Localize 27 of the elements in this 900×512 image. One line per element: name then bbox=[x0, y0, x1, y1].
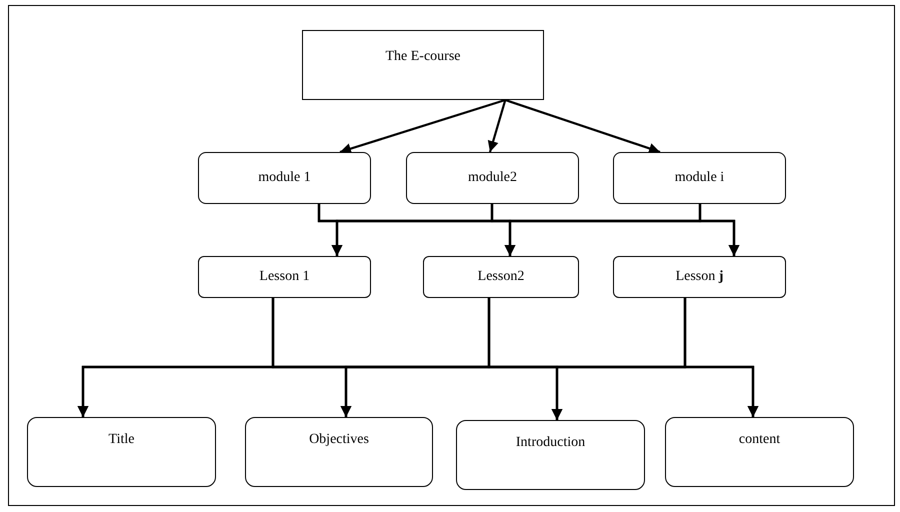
course-box bbox=[302, 30, 544, 100]
connector-arrow bbox=[488, 100, 506, 152]
node-label: Title bbox=[108, 432, 134, 448]
topic-box bbox=[456, 420, 645, 490]
node-label: module 1 bbox=[258, 170, 311, 186]
module-box bbox=[198, 152, 371, 204]
connector-arrow bbox=[504, 98, 660, 154]
connector-arrow bbox=[684, 298, 758, 417]
node-label: content bbox=[738, 432, 780, 448]
node-label: The E-course bbox=[385, 49, 461, 65]
lesson-box bbox=[423, 256, 579, 298]
lesson-box bbox=[198, 256, 371, 298]
topic-box bbox=[27, 417, 216, 487]
lesson-box bbox=[613, 256, 786, 298]
node-label: module i bbox=[674, 170, 724, 186]
topic-box bbox=[245, 417, 433, 487]
node-label: module2 bbox=[468, 170, 517, 186]
connector-arrow bbox=[698, 204, 740, 256]
node-label: Introduction bbox=[516, 435, 586, 451]
topic-box bbox=[665, 417, 854, 487]
node-label: Lesson 1 bbox=[259, 269, 310, 285]
module-box bbox=[613, 152, 786, 204]
module-box bbox=[406, 152, 579, 204]
connector-arrow bbox=[340, 98, 506, 154]
node-label: Objectives bbox=[309, 432, 369, 448]
node-label: Lesson j bbox=[676, 269, 724, 285]
node-label: Lesson2 bbox=[478, 269, 524, 285]
